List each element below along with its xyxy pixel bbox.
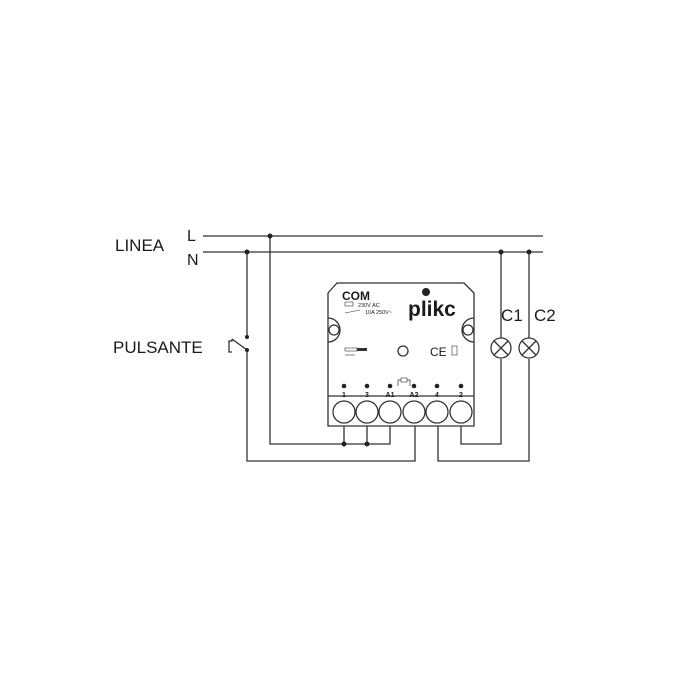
l-label: L [187,228,196,245]
com-module: COM plikc 230V AC 10A 250V~ CE [327,282,475,427]
svg-text:A1: A1 [386,392,395,399]
c2-label: C2 [534,306,556,325]
terminal-1[interactable]: 1 [332,383,356,424]
pushbutton-icon [228,335,249,353]
brand-logo: plikc [408,298,456,321]
svg-text:4: 4 [435,392,439,399]
terminal-a1[interactable]: A1 [378,383,402,424]
contact-rating: 10A 250V~ [365,310,392,316]
terminal-block: 1 3 A1 A2 4 2 [332,383,473,424]
terminal-3[interactable]: 3 [355,383,379,424]
c1-label: C1 [501,306,523,325]
terminal-2[interactable]: 2 [449,383,473,424]
svg-text:1: 1 [342,392,346,399]
pulsante-label: PULSANTE [113,338,203,357]
lamp-c1-icon [490,337,512,359]
coil-rating: 230V AC [358,303,380,309]
n-label: N [187,252,199,269]
svg-text:A2: A2 [410,392,419,399]
terminal-a2[interactable]: A2 [402,383,426,424]
lamp-c2-icon [518,337,540,359]
svg-text:3: 3 [365,392,369,399]
svg-text:2: 2 [459,392,463,399]
wires [203,233,543,462]
module-name: COM [342,289,370,303]
ce-mark: CE [430,345,447,359]
linea-label: LINEA [115,236,165,255]
terminal-4[interactable]: 4 [425,383,449,424]
